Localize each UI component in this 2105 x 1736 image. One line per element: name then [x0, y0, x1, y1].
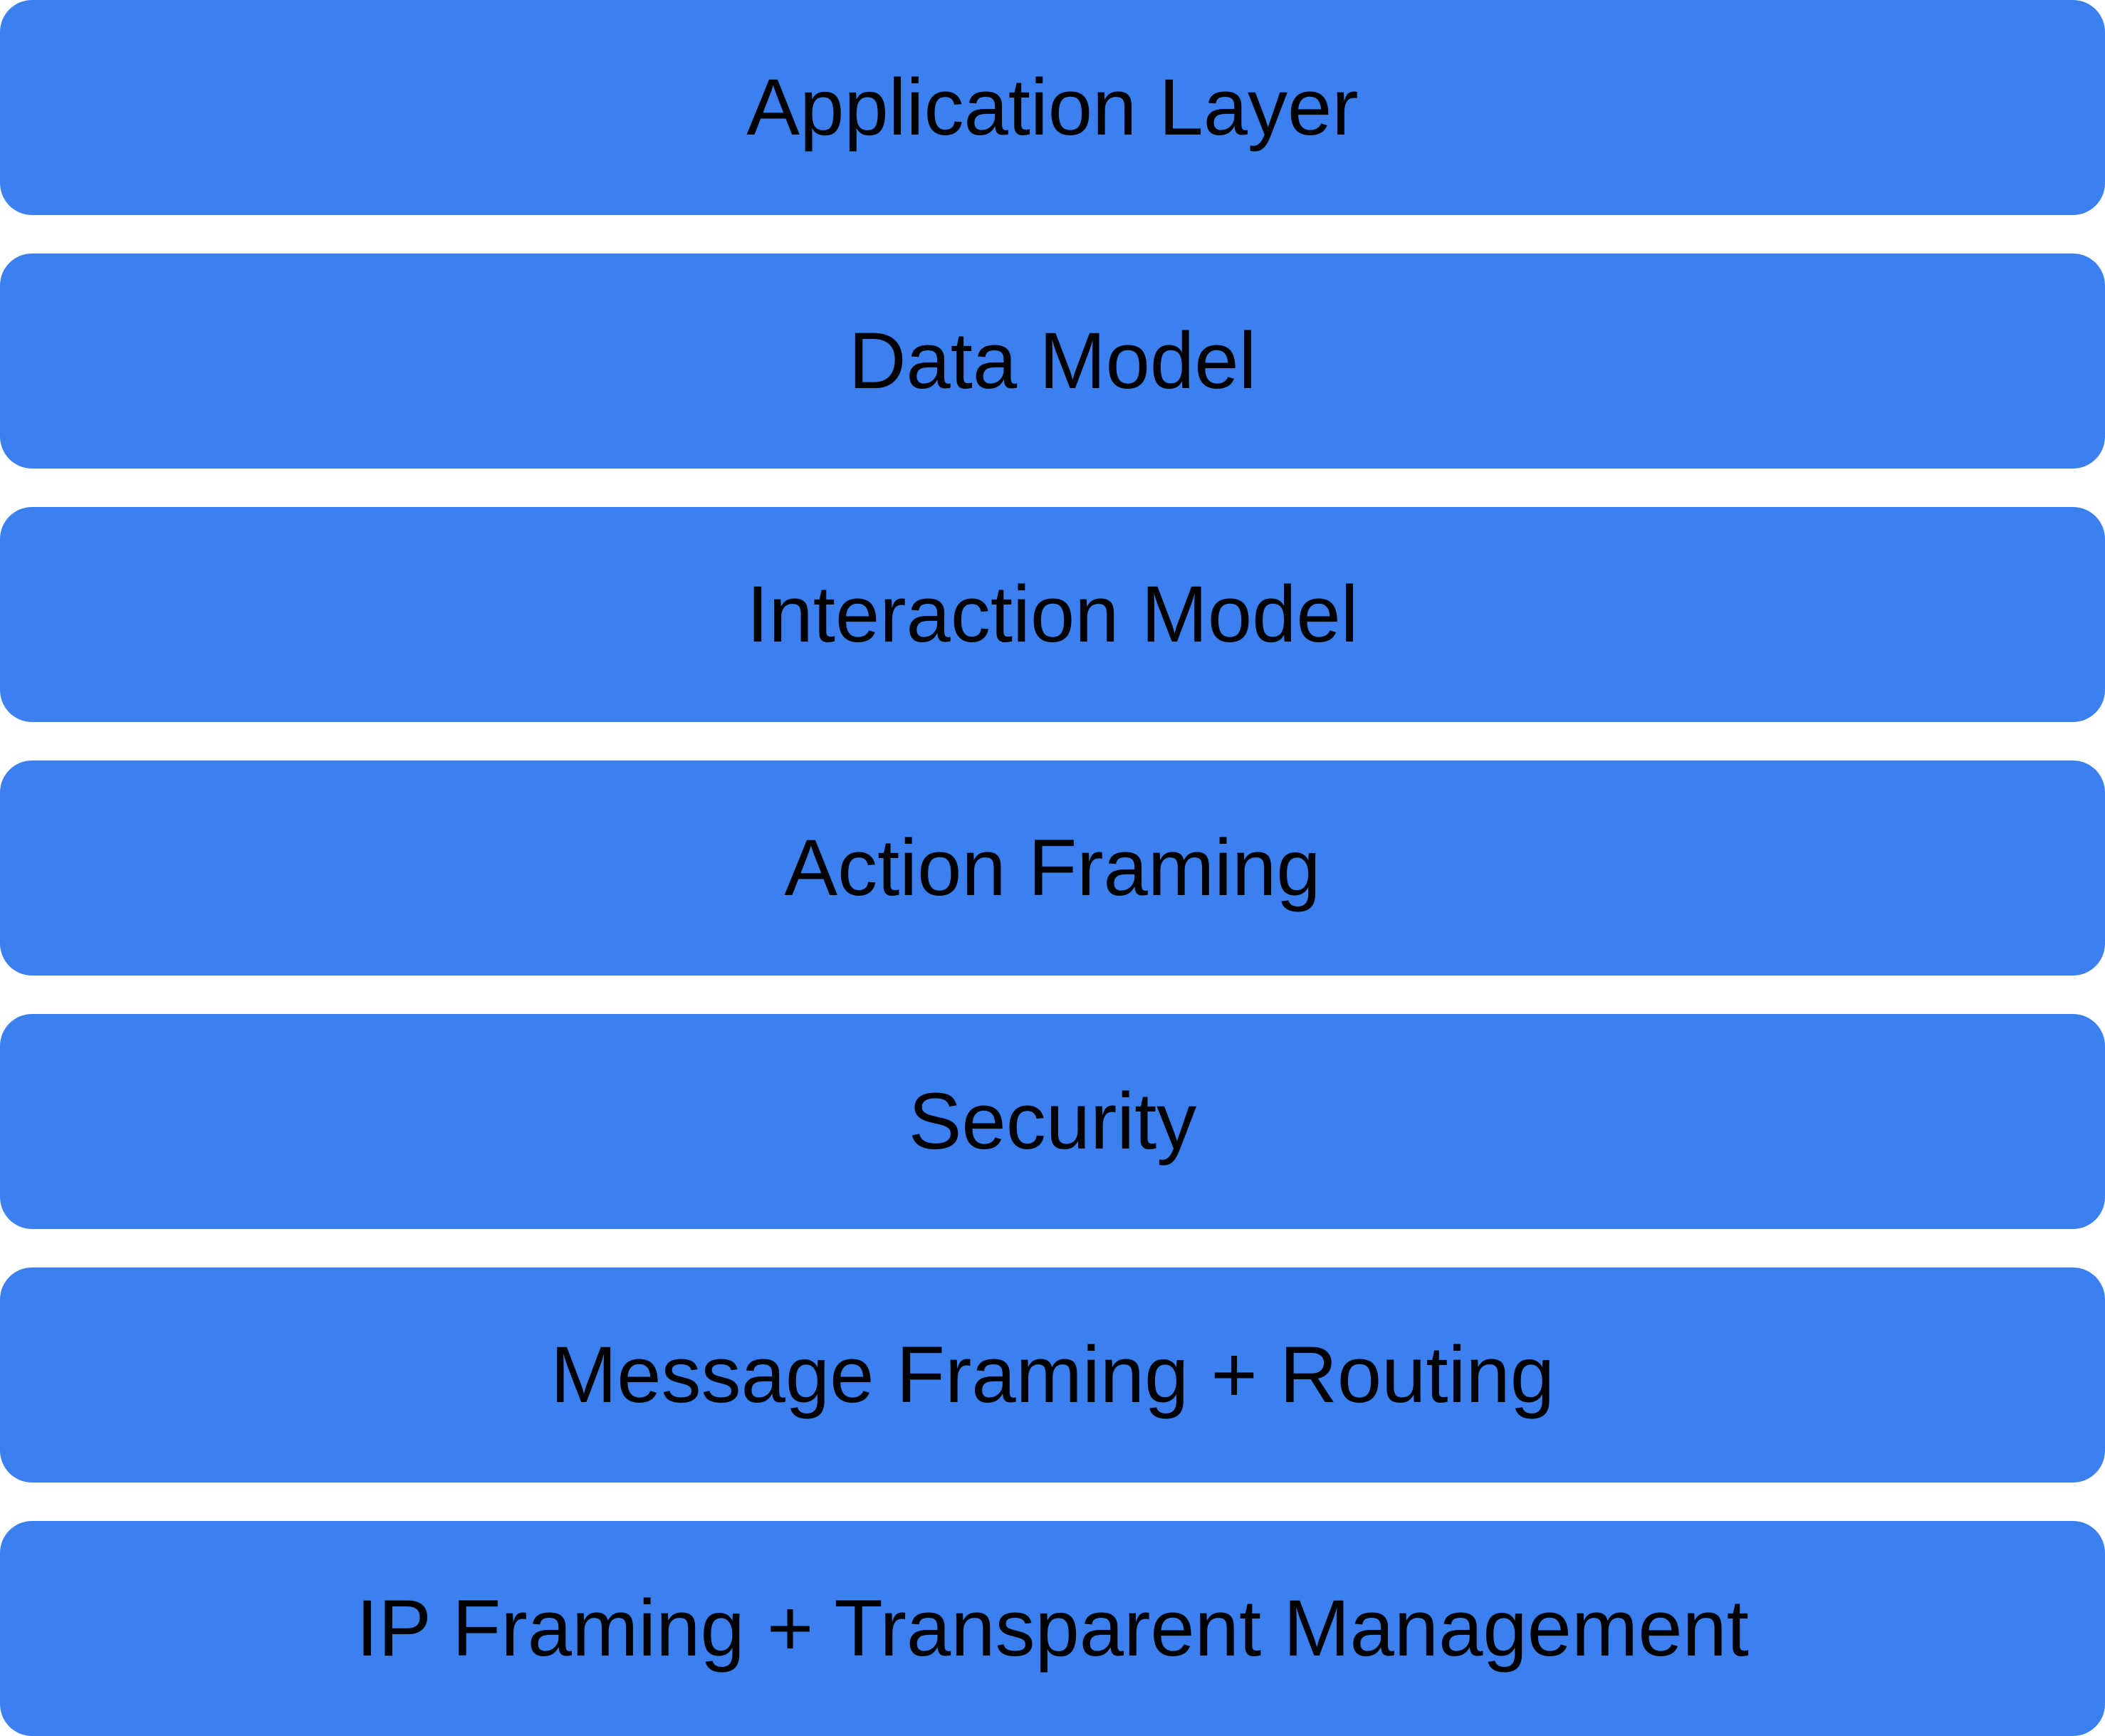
layer-interaction-model-label: Interaction Model	[746, 570, 1359, 659]
layer-data-model: Data Model	[0, 253, 2105, 469]
layer-action-framing: Action Framing	[0, 760, 2105, 976]
layer-application-layer-label: Application Layer	[746, 63, 1359, 152]
layer-message-framing-routing: Message Framing + Routing	[0, 1267, 2105, 1483]
layer-interaction-model: Interaction Model	[0, 507, 2105, 722]
layer-security: Security	[0, 1014, 2105, 1229]
layer-security-label: Security	[908, 1077, 1197, 1166]
layer-ip-framing-transparent-management: IP Framing + Transparent Management	[0, 1521, 2105, 1736]
layer-action-framing-label: Action Framing	[784, 823, 1321, 912]
layer-data-model-label: Data Model	[848, 316, 1257, 405]
layer-message-framing-routing-label: Message Framing + Routing	[550, 1330, 1555, 1419]
layer-ip-framing-transparent-management-label: IP Framing + Transparent Management	[356, 1584, 1749, 1673]
layer-application-layer: Application Layer	[0, 0, 2105, 215]
